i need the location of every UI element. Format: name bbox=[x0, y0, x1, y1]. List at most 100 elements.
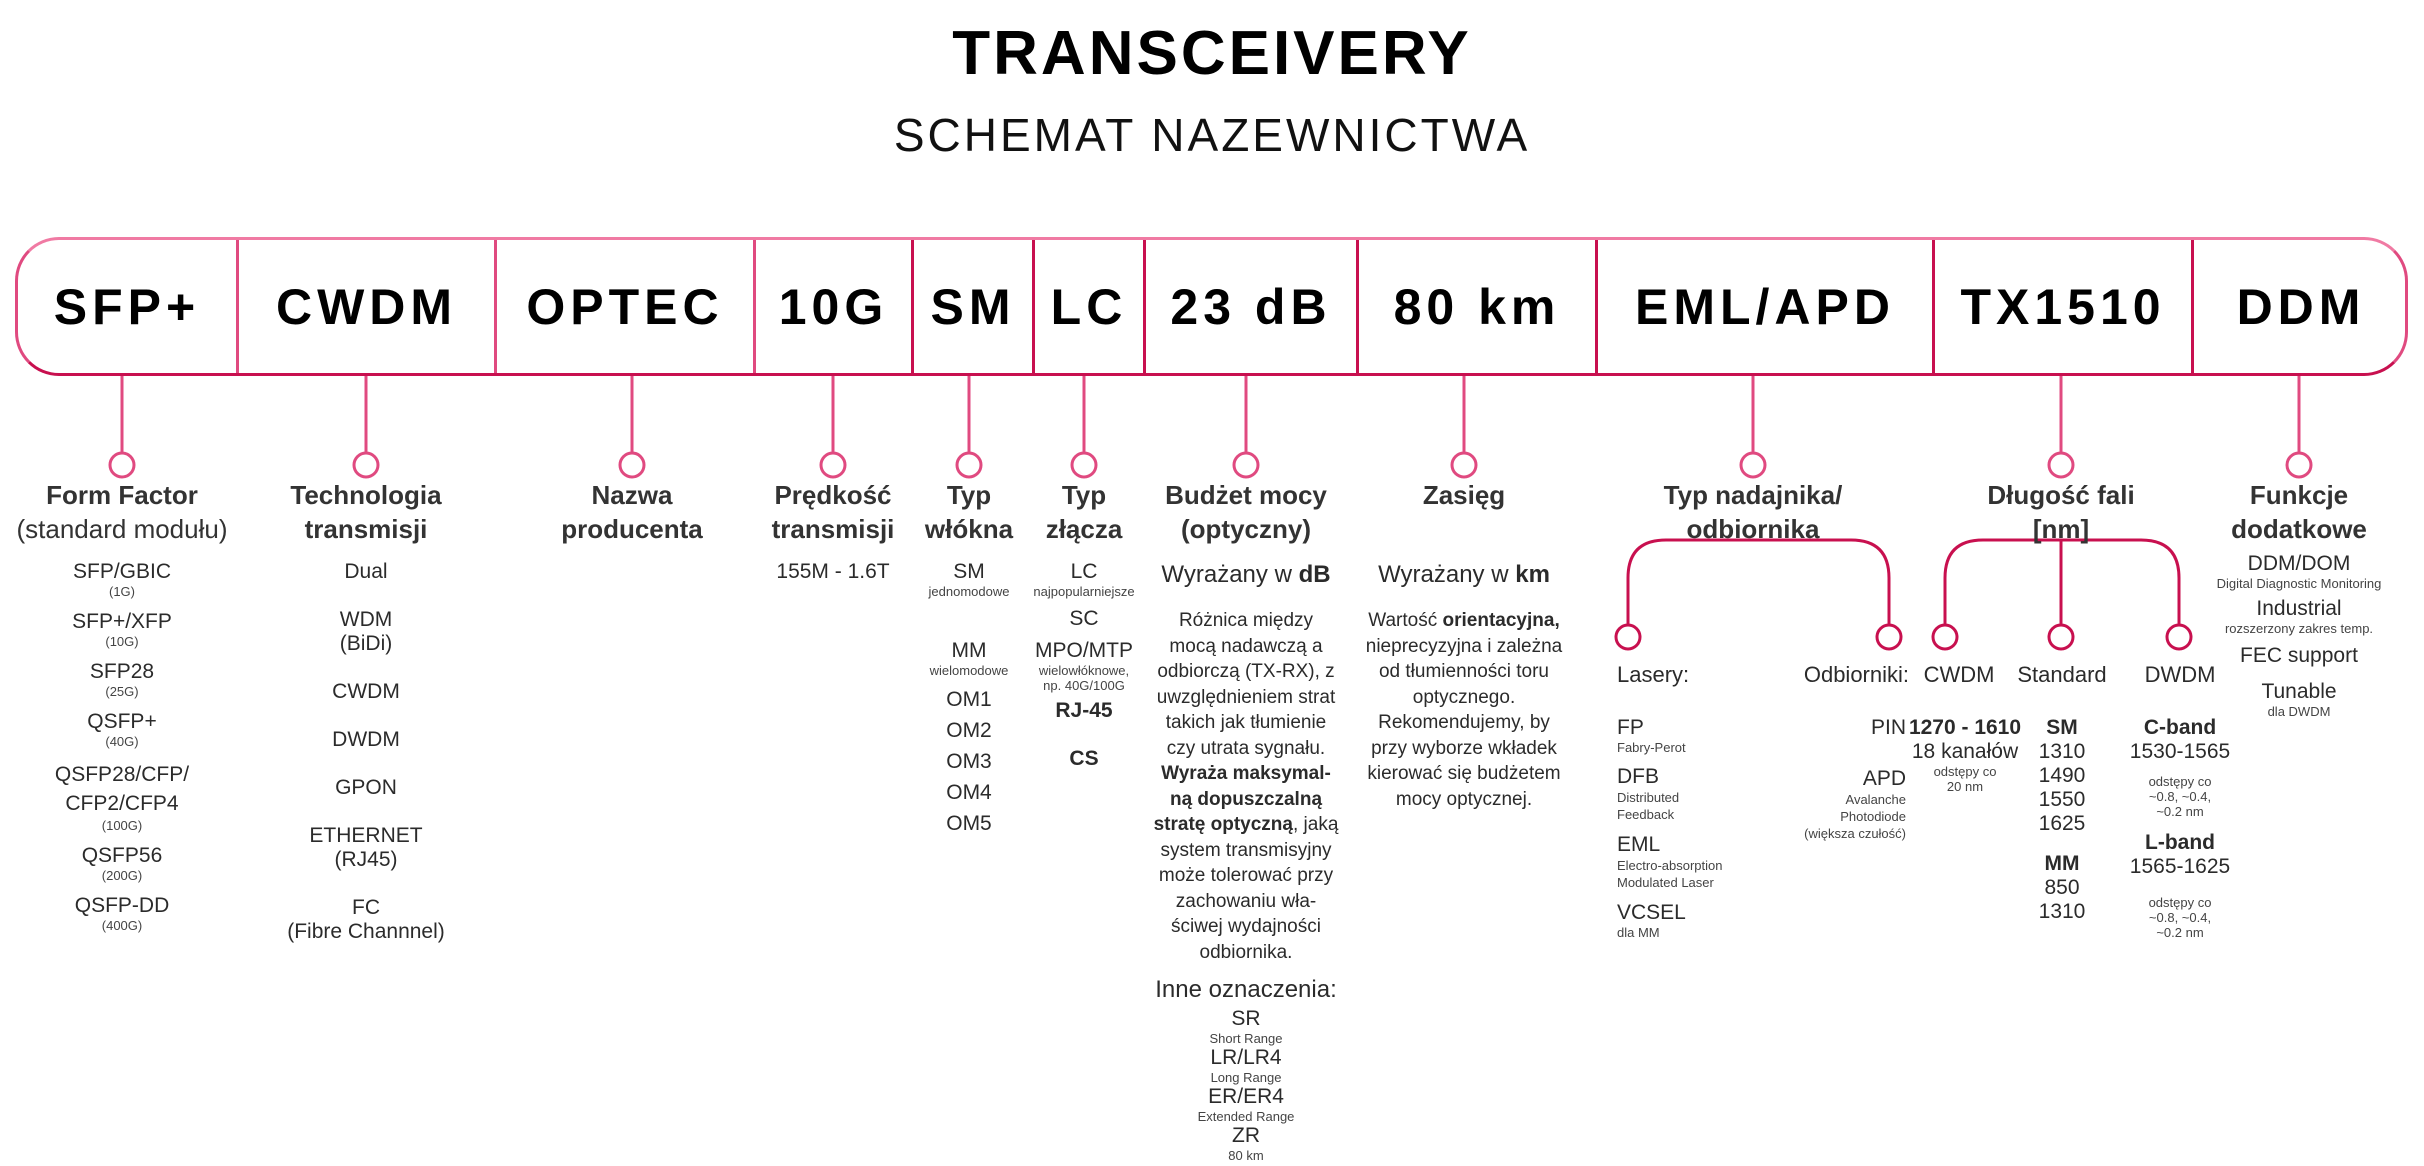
dwdm-values: C-band 1530-1565 odstępy co ~0.8, ~0.4, … bbox=[2120, 716, 2240, 940]
column-range: Zasięg Wyrażany w km Wartość orientacyjn… bbox=[1344, 478, 1584, 812]
text-form-factor-heading-0: Form Factor bbox=[46, 480, 198, 510]
text-fiber-om-3: OM4 bbox=[946, 781, 992, 804]
text-features-heading-0: Funkcje bbox=[2249, 480, 2349, 510]
text-fiber-sm-sub: jednomodowe bbox=[928, 584, 1010, 599]
segment-budget: 23 dB bbox=[1170, 278, 1332, 335]
text-txrx-receivers-1-s: Avalanche Photodiode (większa czułość) bbox=[1804, 792, 1906, 841]
text-connector-mpo-sub: wielowłóknowe, np. 40G/100G bbox=[1038, 663, 1130, 693]
text-budget-p-bold: Wyraża maksymal- ną dopuszczalną stratę … bbox=[1153, 763, 1331, 835]
text-budget-other-1-m: LR/LR4 bbox=[1210, 1046, 1282, 1069]
text-form-factor-items-2-s: (25G) bbox=[105, 684, 139, 699]
wavelength-bracket bbox=[1943, 538, 2181, 625]
text-txrx-lasers-2-m: EML bbox=[1617, 833, 1661, 856]
standard-values: SM 1310 1490 1550 1625 MM 850 1310 bbox=[2022, 716, 2102, 924]
text-connector-lc-sub: najpopularniejsze bbox=[1033, 584, 1135, 599]
text-wavelength-standard-sm: SM bbox=[2046, 716, 2078, 739]
text-wavelength-heading-0: Długość fali bbox=[1987, 480, 2135, 510]
diagram-element: Różnica między mocą nadawczą a odbiorczą… bbox=[1136, 608, 1356, 965]
txrx-bracket bbox=[1626, 538, 1891, 625]
diagram-element: Długość fali[nm] bbox=[1911, 478, 2211, 546]
text-form-factor-items-0-m: SFP/GBIC bbox=[72, 560, 172, 583]
receivers-label: Odbiorniki: bbox=[1803, 662, 1909, 687]
bar-divider bbox=[1356, 240, 1359, 373]
text-connector-heading-0: Typ bbox=[1061, 480, 1107, 510]
text-technology-items-1: WDM (BiDi) bbox=[339, 608, 393, 655]
text-budget-heading-1: (optyczny) bbox=[1181, 514, 1311, 544]
text-technology-items-3: DWDM bbox=[332, 728, 400, 751]
text-budget-other-0-m: SR bbox=[1231, 1007, 1261, 1030]
text-technology-items-0: Dual bbox=[344, 560, 388, 583]
diagram-element bbox=[2047, 623, 2075, 651]
diagram-element: Wyrażany w dB bbox=[1136, 560, 1356, 590]
diagram-element: SFP28(25G) bbox=[2, 660, 242, 699]
segment-form-factor: SFP+ bbox=[53, 278, 201, 335]
text-fiber-heading-0: Typ bbox=[946, 480, 992, 510]
text-wavelength-cwdm-note: odstępy co 20 nm bbox=[1933, 764, 1997, 794]
text-budget-lead-unit: dB bbox=[1298, 561, 1331, 588]
text-technology-items-5: ETHERNET (RJ45) bbox=[309, 824, 423, 871]
text-features-items-2-m: FEC support bbox=[2240, 644, 2358, 667]
diagram-element bbox=[120, 376, 2301, 453]
text-budget-other-2-s: Extended Range bbox=[1197, 1109, 1295, 1124]
text-form-factor-items-2-m: SFP28 bbox=[89, 660, 155, 683]
text-speed-heading-1: transmisji bbox=[771, 514, 895, 544]
page-subtitle: SCHEMAT NAZEWNICTWA bbox=[893, 109, 1531, 161]
text-wavelength-dwdm-c: C-band bbox=[2143, 716, 2217, 739]
cwdm-values: 1270 - 1610 18 kanałów odstępy co 20 nm bbox=[1909, 716, 2021, 794]
connector-circle bbox=[1450, 451, 1478, 479]
diagram-element bbox=[1931, 623, 1959, 651]
text-speed-heading-0: Prędkość bbox=[774, 480, 892, 510]
page-title: TRANSCEIVERY bbox=[952, 19, 1472, 88]
connector-circle bbox=[1232, 451, 1260, 479]
column-txrx-heading: Typ nadajnika/odbiornika bbox=[1603, 478, 1903, 560]
diagram-element: Zasięg bbox=[1344, 478, 1584, 512]
connectors bbox=[108, 376, 2313, 479]
text-txrx-lasers-1-s: Distributed Feedback bbox=[1617, 790, 1680, 822]
brackets bbox=[1614, 538, 2193, 651]
text-form-factor-items-6-m: QSFP-DD bbox=[74, 894, 170, 917]
diagram-element: SFP+/XFP(10G) bbox=[2, 610, 242, 649]
text-technology-heading-1: transmisji bbox=[304, 514, 428, 544]
diagram-element bbox=[2165, 623, 2193, 651]
text-fiber-om-0: OM1 bbox=[946, 688, 992, 711]
text-fiber-mm-sub: wielomodowe bbox=[929, 663, 1009, 678]
text-features-items-0-m: DDM/DOM bbox=[2247, 552, 2351, 575]
text-txrx-lasers-0-s: Fabry-Perot bbox=[1617, 740, 1686, 755]
text-connector-heading-1: złącza bbox=[1045, 514, 1123, 544]
segment-technology: CWDM bbox=[275, 278, 458, 335]
connector-circle bbox=[352, 451, 380, 479]
label-dwdm: DWDM bbox=[2144, 662, 2216, 687]
text-features-items-1-m: Industrial bbox=[2256, 597, 2342, 620]
segment-wavelength: TX1510 bbox=[1960, 278, 2166, 335]
text-wavelength-dwdm-l: L-band bbox=[2145, 831, 2215, 854]
heading: Form Factor(standard modułu) bbox=[2, 478, 242, 546]
naming-bar bbox=[15, 237, 2408, 376]
diagram-element: QSFP+(40G) bbox=[2, 710, 242, 749]
connector-circle bbox=[955, 451, 983, 479]
text-txrx-receivers-1-m: APD bbox=[1862, 767, 1906, 790]
text-features-items-1-s: rozszerzony zakres temp. bbox=[2224, 621, 2374, 636]
diagram-element: Wyrażany w km bbox=[1344, 560, 1584, 590]
bar-divider bbox=[753, 240, 756, 373]
text-wavelength-dwdm-c-note: odstępy co ~0.8, ~0.4, ~0.2 nm bbox=[2148, 774, 2212, 819]
bar-divider bbox=[1595, 240, 1598, 373]
bar-divider bbox=[1143, 240, 1146, 373]
text-wavelength-cwdm-channels: 18 kanałów bbox=[1911, 740, 2019, 763]
text-txrx-heading-1: odbiornika bbox=[1686, 514, 1820, 544]
text-range-lead-pre: Wyrażany w bbox=[1378, 561, 1516, 588]
diagram-element: Typ złącza bbox=[1024, 478, 1144, 546]
lasers-label: Lasery: bbox=[1617, 662, 1690, 687]
text-vendor-heading-0: Nazwa bbox=[591, 480, 673, 510]
text-fiber-mm: MM bbox=[951, 639, 987, 662]
text-range-lead-unit: km bbox=[1515, 561, 1550, 588]
text-wavelength-dwdm-c-range: 1530-1565 bbox=[2129, 740, 2231, 763]
diagram-element bbox=[1875, 623, 1903, 651]
text-wavelength-dwdm-l-note: odstępy co ~0.8, ~0.4, ~0.2 nm bbox=[2148, 895, 2212, 940]
connector-circle bbox=[2285, 451, 2313, 479]
text-txrx-heading-0: Typ nadajnika/ bbox=[1663, 480, 1843, 510]
